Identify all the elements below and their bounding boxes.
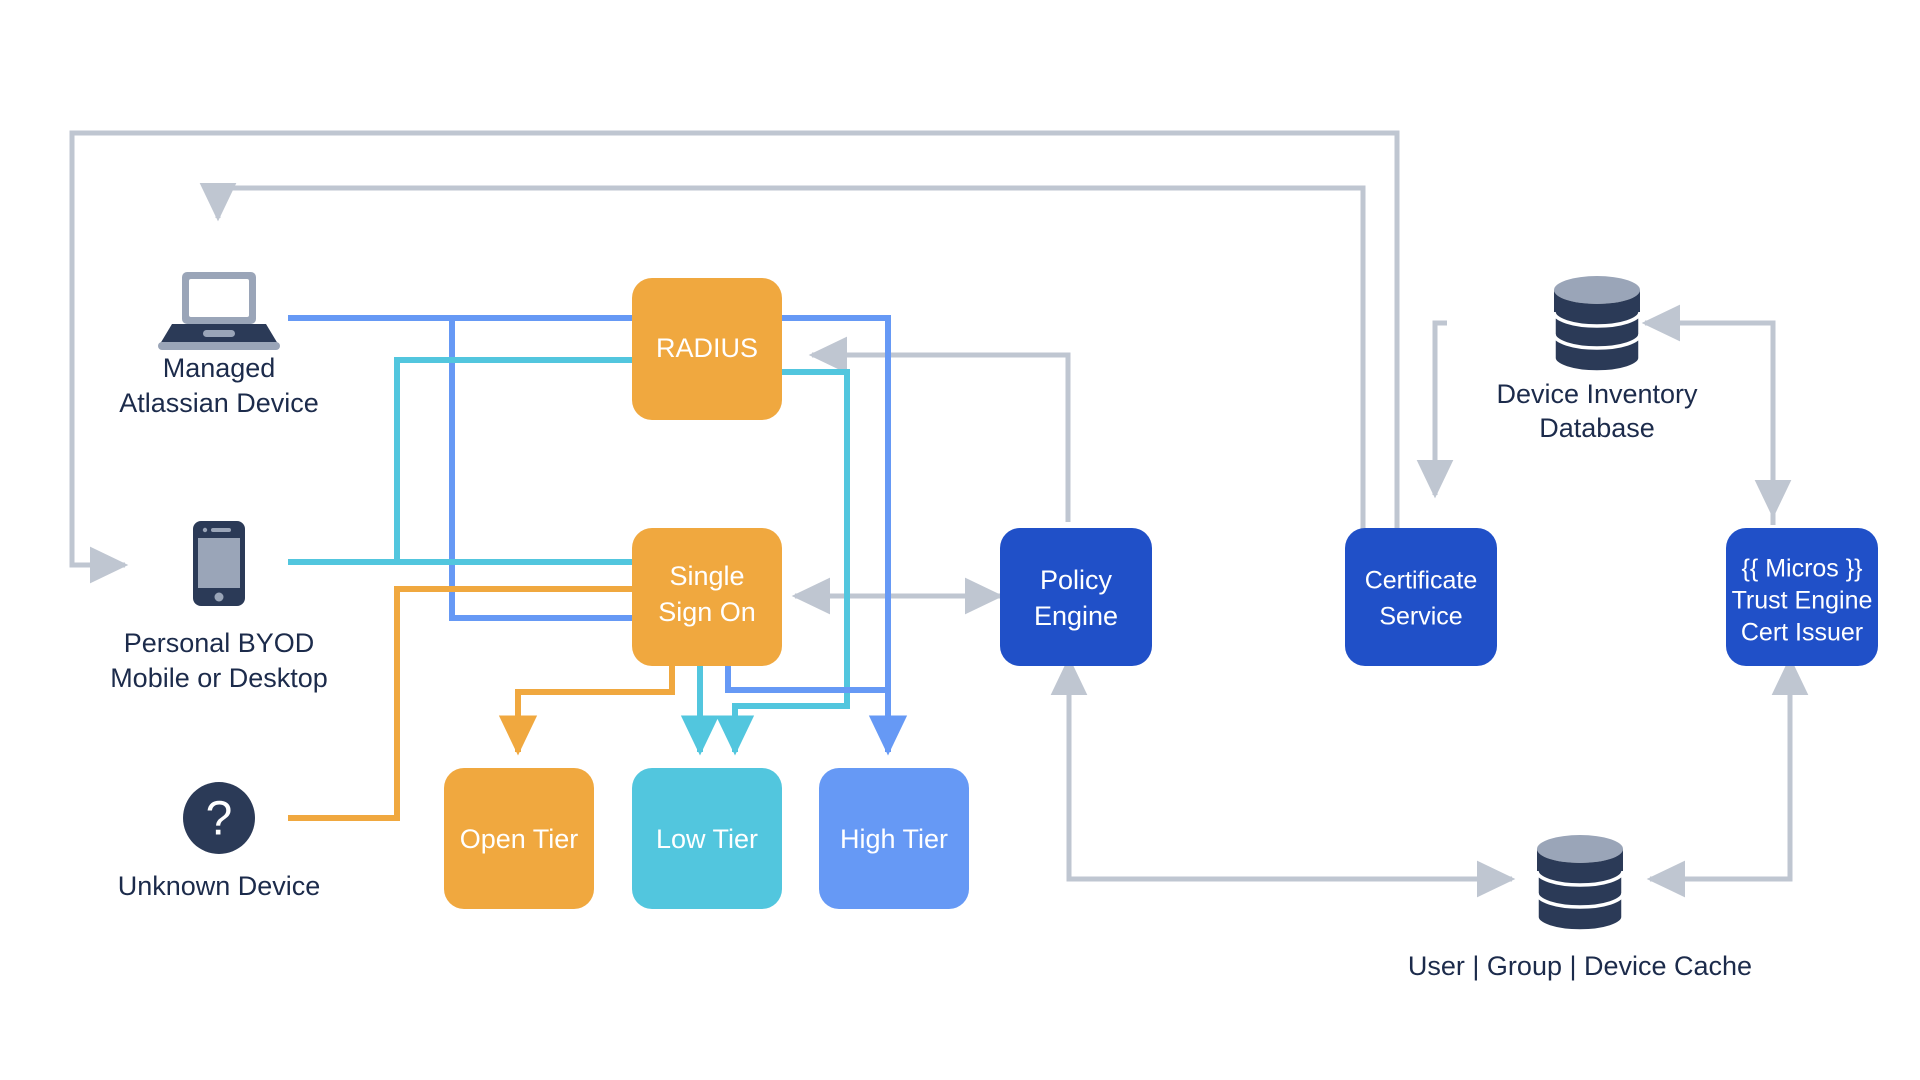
certificate-service-box[interactable] [1345,528,1497,666]
connector-radius-to-byod-device [288,357,640,565]
certificate-service-label-line1: Certificate [1365,567,1478,595]
unknown-device-label-line1: Unknown Device [118,871,321,901]
laptop-icon [158,272,280,350]
connector-device-inventory-database-to-certificate-service [1416,320,1454,499]
node-single-sign-on[interactable]: Single Sign On [632,528,782,666]
managed-device-label-line1: Managed [163,353,276,383]
connector-trust-engine-to-device-inventory-database [1641,304,1776,525]
connector-radius-to-high-tier [780,315,908,756]
gray-connector-group [69,130,1809,898]
node-trust-engine[interactable]: {{ Micros }} Trust Engine Cert Issuer [1726,528,1878,666]
colored-connector-group [288,315,908,821]
trust-engine-label-line2: Trust Engine [1732,587,1873,615]
connector-radius-to-low-tier [715,369,850,756]
connector-certificate-service-to-managed-device [69,130,1400,535]
policy-engine-box[interactable] [1000,528,1152,666]
single-sign-on-label-line1: Single [669,561,744,591]
connector-managed-device-to-single-sign-on [288,315,640,621]
svg-text:?: ? [206,793,233,846]
connector-radius-to-policy-engine [808,336,1071,522]
node-certificate-service[interactable]: Certificate Service [1345,528,1497,666]
node-user-group-device-cache[interactable]: User | Group | Device Cache [1408,835,1752,981]
open-tier-box[interactable] [444,768,594,909]
device-inventory-database-label-line2: Database [1539,413,1655,443]
connector-unknown-device-to-single-sign-on [288,586,640,821]
node-device-inventory-database[interactable]: Device Inventory Database [1496,276,1698,443]
trust-engine-label-line1: {{ Micros }} [1742,555,1863,583]
high-tier-box[interactable] [819,768,969,909]
byod-device-label-line1: Personal BYOD [124,628,315,658]
database-cylinder-icon [1535,835,1625,933]
radius-label: RADIUS [656,333,758,363]
connector-certificate-service-to-byod-device [199,183,1366,535]
trust-engine-label-line3: Cert Issuer [1741,619,1863,647]
database-cylinder-icon [1552,276,1642,374]
node-policy-engine[interactable]: Policy Engine [1000,528,1152,666]
connector-top-loop-to-byod-arrow [69,178,129,584]
node-high-tier[interactable]: High Tier [819,768,969,909]
node-unknown-device[interactable]: ? Unknown Device [118,782,321,901]
policy-engine-label-line2: Engine [1034,601,1118,631]
node-byod-device[interactable]: Personal BYOD Mobile or Desktop [110,521,328,693]
node-radius[interactable]: RADIUS [632,278,782,420]
mobile-phone-icon [193,521,245,606]
byod-device-label-line2: Mobile or Desktop [110,663,328,693]
connector-trust-engine-to-user-group-device-cache [1646,656,1809,898]
low-tier-box[interactable] [632,768,782,909]
policy-engine-label-line1: Policy [1040,565,1113,595]
connector-single-sign-on-to-high-tier [725,663,888,693]
question-mark-circle-icon: ? [183,782,255,854]
user-group-device-cache-label: User | Group | Device Cache [1408,951,1752,981]
connector-policy-engine-to-user-group-device-cache [1050,656,1516,898]
node-managed-device[interactable]: Managed Atlassian Device [119,272,319,418]
single-sign-on-label-line2: Sign On [658,597,756,627]
managed-device-label-line2: Atlassian Device [119,388,319,418]
node-open-tier[interactable]: Open Tier [444,768,594,909]
low-tier-label: Low Tier [656,824,758,854]
open-tier-label: Open Tier [460,824,579,854]
trust-engine-box[interactable] [1726,528,1878,666]
radius-box[interactable] [632,278,782,420]
single-sign-on-box[interactable] [632,528,782,666]
connector-single-sign-on-to-open-tier [498,663,675,756]
certificate-service-label-line2: Service [1379,603,1462,631]
device-inventory-database-label-line1: Device Inventory [1496,379,1698,409]
node-low-tier[interactable]: Low Tier [632,768,782,909]
high-tier-label: High Tier [840,824,948,854]
